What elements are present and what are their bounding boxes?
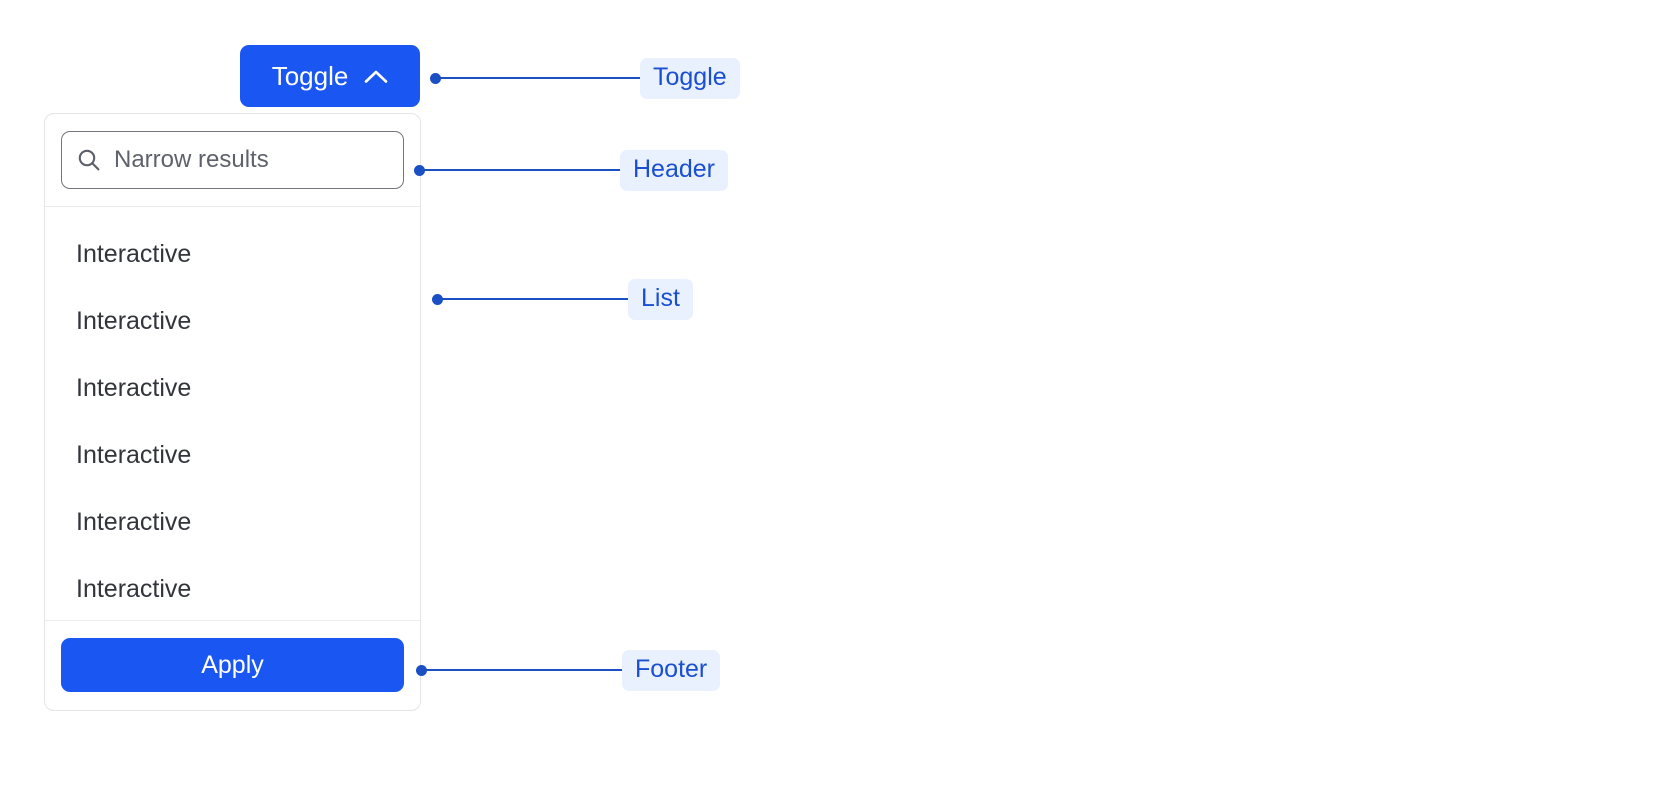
annotation-line — [426, 668, 622, 672]
list-item[interactable]: Interactive — [45, 288, 420, 355]
list-item-label: Interactive — [76, 374, 192, 402]
dropdown-list: Interactive Interactive Interactive Inte… — [45, 207, 420, 620]
list-item-label: Interactive — [76, 240, 192, 268]
annotation-label: Toggle — [640, 57, 740, 99]
apply-button[interactable]: Apply — [61, 638, 404, 692]
annotation-label: List — [628, 278, 693, 320]
search-icon — [76, 147, 102, 173]
annotation-dot — [432, 293, 443, 305]
list-item[interactable]: Interactive — [45, 355, 420, 422]
list-item[interactable]: Interactive — [45, 556, 420, 620]
annotation-line — [442, 297, 628, 301]
annotation-header: Header — [414, 149, 728, 191]
toggle-button[interactable]: Toggle — [240, 45, 420, 107]
dropdown-header — [45, 114, 420, 207]
search-input[interactable] — [114, 146, 389, 174]
list-item-label: Interactive — [76, 508, 192, 536]
annotation-line — [440, 76, 640, 80]
search-field[interactable] — [61, 131, 404, 189]
annotation-line — [424, 168, 620, 172]
dropdown-footer: Apply — [45, 620, 420, 710]
annotation-dot — [430, 72, 441, 84]
toggle-button-label: Toggle — [271, 61, 349, 91]
annotation-dot — [416, 664, 427, 676]
dropdown-panel: Interactive Interactive Interactive Inte… — [44, 113, 421, 711]
annotation-footer: Footer — [416, 649, 721, 691]
list-item[interactable]: Interactive — [45, 489, 420, 556]
list-item-label: Interactive — [76, 307, 192, 335]
annotation-label: Header — [620, 149, 728, 191]
chevron-up-icon — [364, 69, 388, 84]
list-item[interactable]: Interactive — [45, 221, 420, 288]
annotation-label: Footer — [622, 649, 721, 691]
list-item[interactable]: Interactive — [45, 422, 420, 489]
annotation-toggle: Toggle — [430, 57, 740, 99]
annotation-dot — [414, 164, 425, 176]
annotation-list: List — [432, 278, 693, 320]
list-item-label: Interactive — [76, 441, 192, 469]
list-item-label: Interactive — [76, 575, 192, 603]
